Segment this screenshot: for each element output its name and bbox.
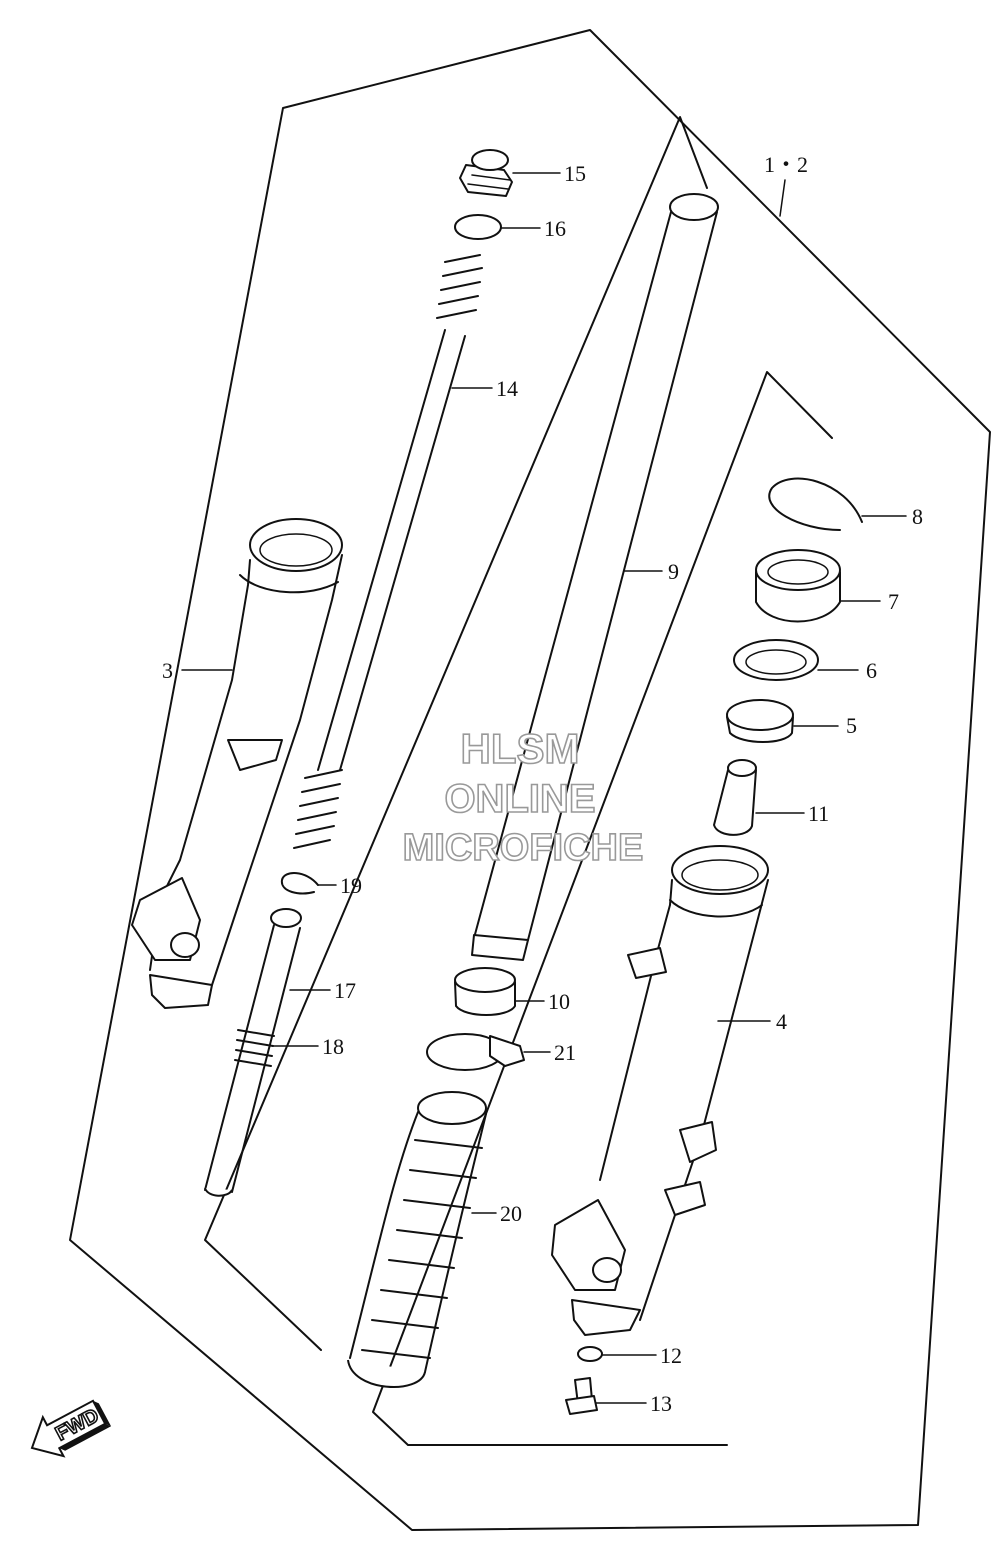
label-1-2: 1・2 — [764, 152, 808, 177]
fork-spring-part — [293, 254, 483, 849]
label-5: 5 — [846, 713, 857, 738]
label-18: 18 — [322, 1034, 344, 1059]
washer-part — [577, 1346, 603, 1362]
outer-tube-left-part — [131, 518, 343, 1009]
label-9: 9 — [668, 559, 679, 584]
label-3: 3 — [162, 658, 173, 683]
o-ring-part — [454, 214, 502, 240]
bolt-part — [565, 1377, 598, 1415]
label-17: 17 — [334, 978, 356, 1003]
watermark-line-2: ONLINE — [444, 777, 595, 821]
oil-seal-part — [755, 549, 841, 623]
label-8: 8 — [912, 504, 923, 529]
label-4: 4 — [776, 1009, 787, 1034]
slide-bushing-part — [726, 699, 794, 743]
guide-bushing-part — [454, 967, 516, 1016]
outer-tube-right-part — [551, 845, 769, 1336]
label-6: 6 — [866, 658, 877, 683]
watermark-line-1: HLSM — [461, 725, 580, 772]
oil-lock-piece-part — [713, 759, 757, 836]
label-14: 14 — [496, 376, 518, 401]
label-13: 13 — [650, 1391, 672, 1416]
label-15: 15 — [564, 161, 586, 186]
fwd-arrow-icon: FWD — [30, 1399, 112, 1458]
seal-retainer-part — [733, 639, 819, 681]
cap-bolt-part — [459, 149, 513, 197]
label-19: 19 — [340, 873, 362, 898]
assembly-outline-1-2 — [69, 29, 991, 1531]
inner-tube-part — [471, 193, 719, 961]
label-20: 20 — [500, 1201, 522, 1226]
label-7: 7 — [888, 589, 899, 614]
label-21: 21 — [554, 1040, 576, 1065]
wire-clip-part — [768, 477, 863, 531]
inner-panel-left — [204, 116, 708, 1351]
hose-clamp-part — [426, 1033, 525, 1071]
damper-rod-part — [204, 908, 302, 1197]
circlip-part — [280, 872, 319, 895]
watermark-line-3: MICROFICHE — [403, 827, 644, 869]
label-16: 16 — [544, 216, 566, 241]
leader-lines — [181, 172, 907, 1404]
label-12: 12 — [660, 1343, 682, 1368]
label-10: 10 — [548, 989, 570, 1014]
dust-boot-part — [347, 1091, 487, 1388]
label-11: 11 — [808, 801, 829, 826]
inner-panel-right — [372, 371, 833, 1446]
